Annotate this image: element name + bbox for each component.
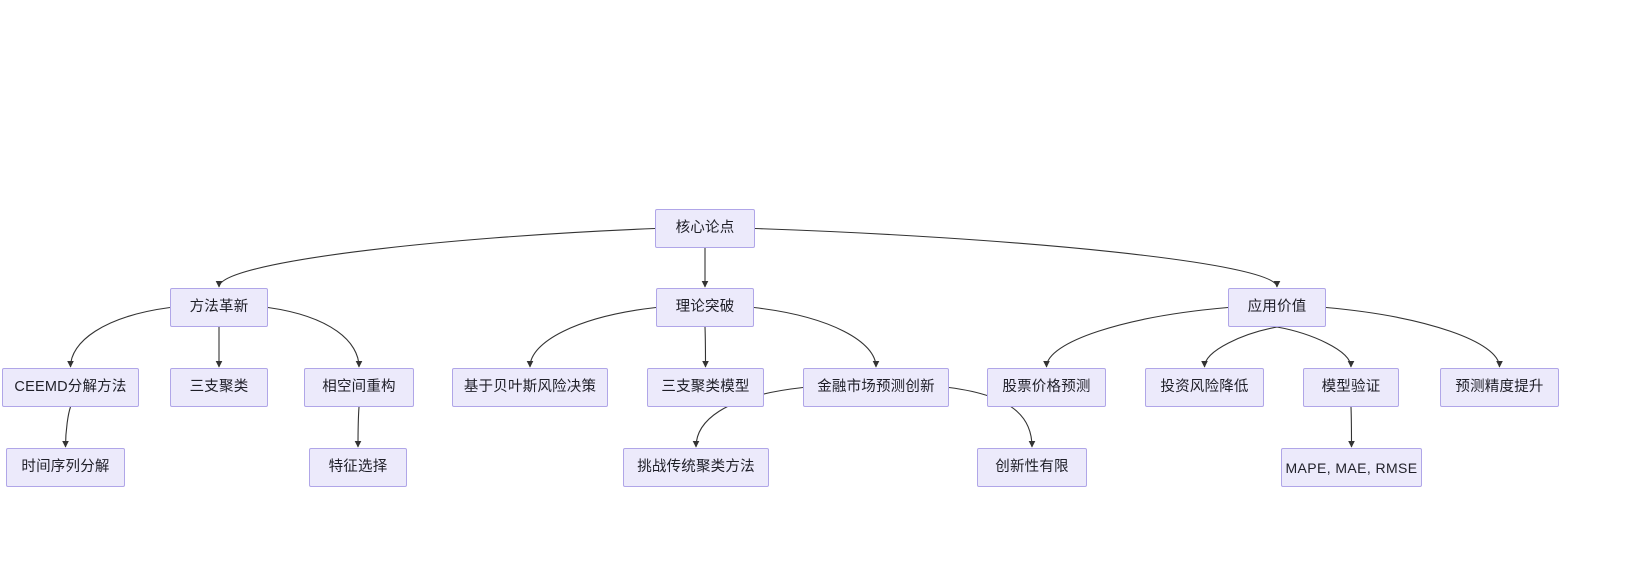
node-l2b2[interactable]: 三支聚类模型: [647, 368, 764, 407]
node-label: 特征选择: [328, 459, 388, 476]
node-label: 预测精度提升: [1455, 379, 1544, 396]
node-label: 方法革新: [189, 299, 249, 316]
node-label: 应用价值: [1247, 299, 1307, 316]
node-label: 相空间重构: [322, 379, 396, 396]
node-l3c1[interactable]: MAPE, MAE, RMSE: [1281, 448, 1422, 487]
node-label: CEEMD分解方法: [14, 379, 127, 396]
node-l3a1[interactable]: 时间序列分解: [6, 448, 125, 487]
node-l2a2[interactable]: 三支聚类: [170, 368, 268, 407]
node-l2c4[interactable]: 预测精度提升: [1440, 368, 1559, 407]
node-label: 创新性有限: [995, 459, 1069, 476]
node-label: 时间序列分解: [21, 459, 110, 476]
node-l2c1[interactable]: 股票价格预测: [987, 368, 1106, 407]
node-l2b3[interactable]: 金融市场预测创新: [803, 368, 949, 407]
node-l3b2[interactable]: 创新性有限: [977, 448, 1087, 487]
node-l2a1[interactable]: CEEMD分解方法: [2, 368, 139, 407]
node-l3b1[interactable]: 挑战传统聚类方法: [623, 448, 769, 487]
node-l2c2[interactable]: 投资风险降低: [1145, 368, 1264, 407]
node-label: 基于贝叶斯风险决策: [463, 379, 597, 396]
node-label: 三支聚类模型: [661, 379, 750, 396]
node-l3a3[interactable]: 特征选择: [309, 448, 407, 487]
node-label: 金融市场预测创新: [817, 379, 935, 396]
node-label: 核心论点: [675, 220, 735, 237]
node-label: MAPE, MAE, RMSE: [1285, 459, 1418, 476]
node-l2c3[interactable]: 模型验证: [1303, 368, 1399, 407]
node-l1b[interactable]: 理论突破: [656, 288, 754, 327]
node-l2a3[interactable]: 相空间重构: [304, 368, 414, 407]
node-label: 挑战传统聚类方法: [637, 459, 755, 476]
node-label: 三支聚类: [189, 379, 249, 396]
node-root[interactable]: 核心论点: [655, 209, 755, 248]
node-l2b1[interactable]: 基于贝叶斯风险决策: [452, 368, 608, 407]
node-label: 模型验证: [1321, 379, 1381, 396]
node-label: 理论突破: [675, 299, 735, 316]
node-l1c[interactable]: 应用价值: [1228, 288, 1326, 327]
node-label: 股票价格预测: [1002, 379, 1091, 396]
node-label: 投资风险降低: [1160, 379, 1249, 396]
node-l1a[interactable]: 方法革新: [170, 288, 268, 327]
